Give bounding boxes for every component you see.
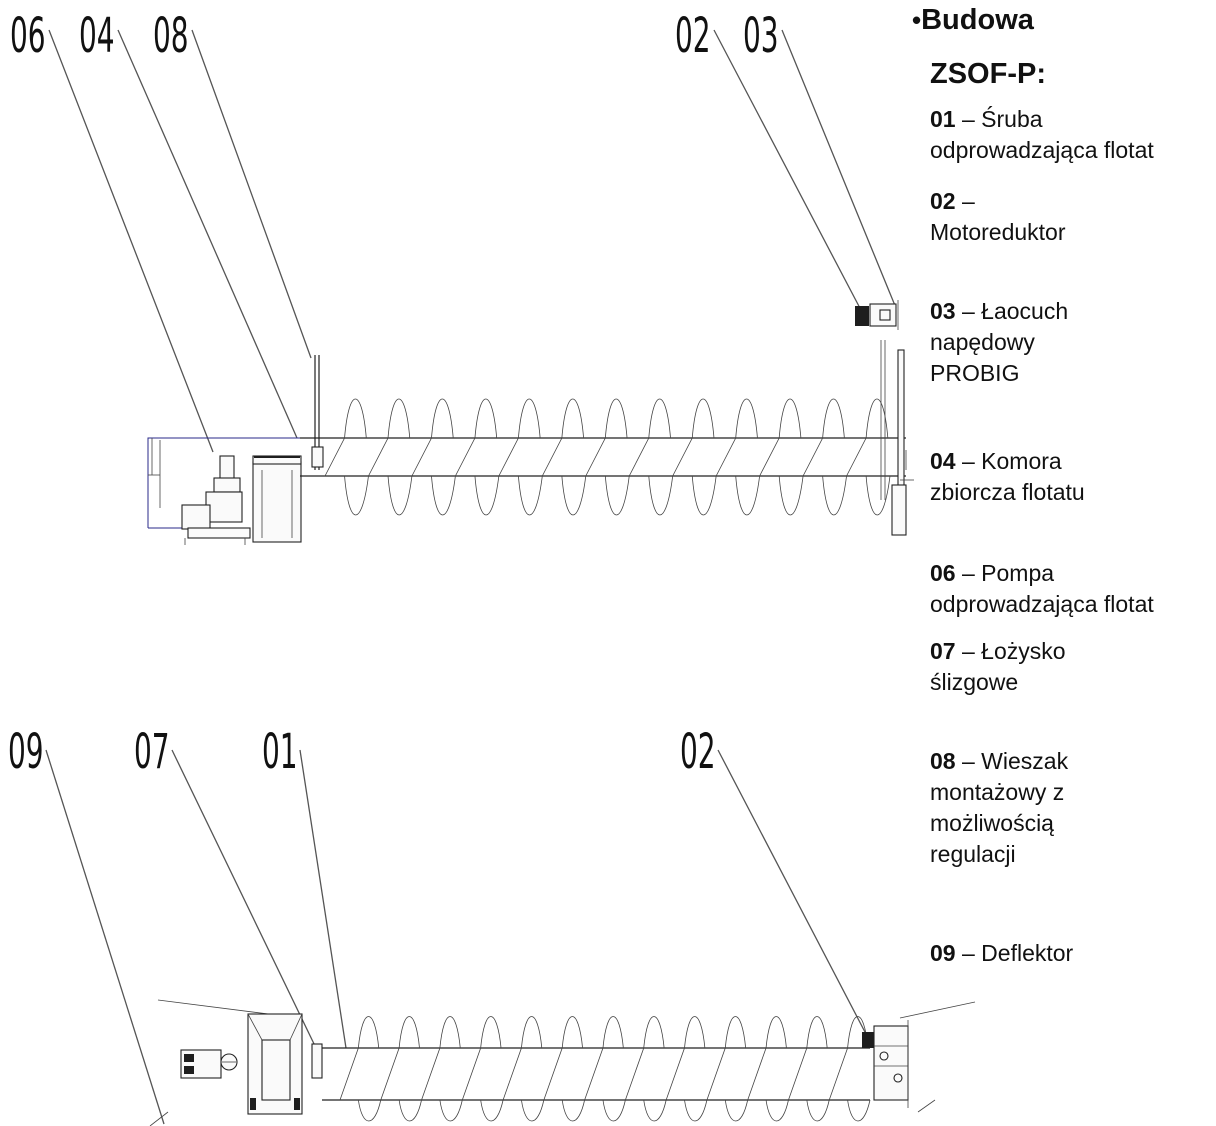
legend-item-01: 01 – Śruba odprowadzająca flotat — [930, 106, 1154, 163]
screw-flight — [802, 398, 847, 516]
bearing — [311, 1043, 323, 1079]
bullet-icon: • — [912, 5, 922, 35]
leader-02-bottom — [717, 749, 867, 1035]
mounting-hanger — [311, 355, 324, 470]
callout-09-bottom: 09 — [8, 725, 44, 780]
legend-item-07: 07 – Łożysko ślizgowe — [930, 638, 1066, 695]
screw-flight — [368, 398, 413, 516]
leader-01-bottom — [299, 749, 347, 1049]
screw-flight — [543, 1016, 586, 1122]
leader-07-bottom — [171, 749, 317, 1049]
chain-drive-top — [897, 349, 905, 501]
bottom-view: 09 07 01 02 — [8, 725, 976, 1126]
legend-item-03: 03 – Łaocuch napędowy PROBIG — [930, 298, 1069, 386]
callout-02-top: 02 — [675, 9, 711, 64]
collection-chamber — [252, 455, 302, 543]
screw-conveyor-bottom — [322, 1016, 871, 1122]
screw-flight — [584, 1016, 626, 1122]
legend-item-04: 04 – Komora zbiorcza flotatu — [930, 448, 1085, 505]
leader-09-bottom — [45, 749, 165, 1125]
pump — [181, 455, 251, 545]
housing-outline — [147, 437, 300, 528]
callout-08-top: 08 — [153, 9, 189, 64]
callout-06-top: 06 — [10, 9, 46, 64]
screw-flight — [324, 398, 369, 516]
chamber-bottom — [247, 1013, 303, 1115]
screw-flight — [461, 1016, 504, 1122]
screw-flight — [455, 398, 500, 516]
drive-unit-bottom — [862, 1020, 909, 1108]
leader-08-top — [191, 29, 312, 359]
screw-flight — [502, 1016, 545, 1122]
screw-flight — [759, 398, 804, 516]
screw-flight — [672, 398, 717, 516]
callout-02-bottom: 02 — [680, 725, 716, 780]
screw-flight — [411, 398, 456, 516]
legend-item-02: 02 – Motoreduktor — [930, 188, 1066, 245]
callout-07-bottom: 07 — [134, 725, 170, 780]
leader-04-top — [117, 29, 298, 439]
legend-item-06: 06 – Pompa odprowadzająca flotat — [930, 560, 1154, 617]
leader-02-top — [713, 29, 863, 313]
callout-01-bottom: 01 — [262, 725, 298, 780]
screw-flight — [498, 398, 543, 516]
deflector-right — [899, 1001, 976, 1019]
screw-flight — [339, 1016, 382, 1122]
screw-flight — [715, 398, 761, 516]
motor-bottom-left — [180, 1049, 238, 1079]
screw-flight — [846, 398, 891, 516]
screw-conveyor-top — [300, 398, 906, 516]
legend-title: •Budowa — [912, 4, 1034, 36]
screw-flight — [665, 1016, 708, 1122]
screw-flight — [421, 1016, 463, 1122]
top-view: 06 04 08 02 03 — [10, 9, 914, 545]
screw-flight — [747, 1016, 789, 1122]
screw-flight — [625, 1016, 667, 1122]
screw-flight — [788, 1016, 830, 1122]
callout-03-top: 03 — [743, 9, 779, 64]
legend-item-08: 08 – Wieszak montażowy z możliwością reg… — [930, 748, 1069, 867]
screw-flight — [380, 1016, 422, 1122]
legend-item-09: 09 – Deflektor — [930, 940, 1074, 966]
screw-flight — [706, 1016, 749, 1122]
screw-flight — [541, 398, 587, 516]
leader-03-top — [781, 29, 897, 309]
screw-flight — [628, 398, 674, 516]
leader-06-top — [48, 29, 214, 453]
callout-04-top: 04 — [79, 9, 115, 64]
drive-unit-top — [855, 300, 914, 536]
legend-subtitle: ZSOF-P: — [930, 58, 1046, 90]
screw-flight — [585, 398, 630, 516]
